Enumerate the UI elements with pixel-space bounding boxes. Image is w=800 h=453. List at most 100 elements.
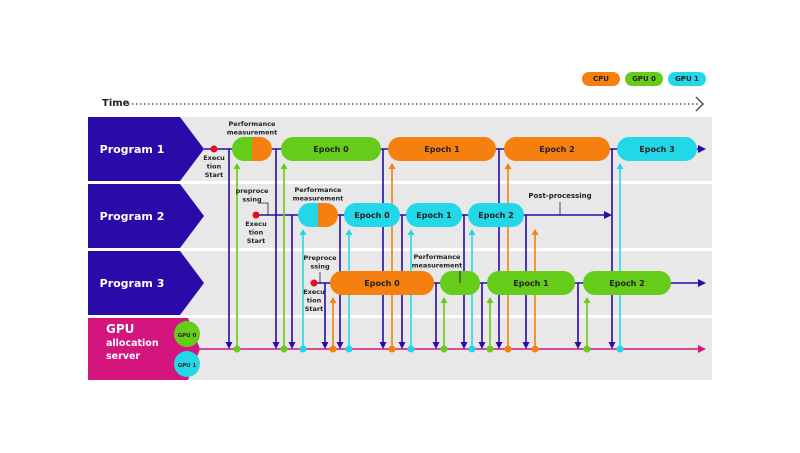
legend-gpu1: GPU 1 — [668, 72, 706, 86]
time-axis-arrow-icon — [695, 96, 705, 112]
p3-alloc-epoch2-dot — [583, 345, 591, 353]
p2-execution-start-label: tion — [249, 229, 264, 237]
program2-arrow-icon — [604, 211, 612, 219]
server-label: GPU — [106, 322, 134, 336]
p1-release-5-arrow-icon — [608, 342, 616, 349]
p2-preprocessing-label: preproce — [236, 187, 269, 195]
p3-execution-start-label: tion — [307, 297, 322, 305]
p3-epoch0-pill — [330, 271, 434, 295]
p1-alloc-epoch2-arrow-icon — [504, 163, 512, 169]
p1-alloc-epoch1-dot — [388, 345, 396, 353]
p2-epoch2-pill — [468, 203, 524, 227]
p3-alloc-epoch2-arrow-icon — [583, 297, 591, 303]
gpu1-node-label: GPU 1 — [178, 363, 197, 369]
program-label-2: Program 2 — [100, 210, 165, 223]
p1-epoch2-pill — [504, 137, 610, 161]
p3-epoch2-pill-label: Epoch 2 — [609, 279, 644, 288]
p3-release-3-arrow-icon — [478, 342, 486, 349]
p2-perf-measurement-pill — [298, 203, 338, 227]
server-label: server — [106, 351, 140, 362]
p1-perf-measurement-label: measurement — [227, 129, 278, 137]
p2-execution-start-label: Start — [247, 237, 266, 245]
p2-release-2-arrow-icon — [336, 342, 344, 349]
server-header — [88, 318, 200, 380]
p1-perf-measurement-pill-right — [252, 137, 272, 161]
p2-epoch1-pill — [406, 203, 462, 227]
p2-epoch0-pill-label: Epoch 0 — [354, 211, 390, 220]
p3-preprocessing-label: Preproce — [304, 254, 338, 262]
p2-perf-measurement-label: Performance — [295, 186, 343, 194]
p3-epoch1-pill-label: Epoch 1 — [513, 279, 549, 288]
p3-alloc-epoch1-dot — [486, 345, 494, 353]
p2-alloc-epoch1-arrow-icon — [407, 229, 415, 235]
gpu1-node — [174, 351, 200, 377]
p2-alloc-post-arrow-icon — [531, 229, 539, 235]
p3-alloc-epoch0-dot — [329, 345, 337, 353]
p2-alloc-perf-dot — [299, 345, 307, 353]
p1-alloc-perf-dot — [233, 345, 241, 353]
p1-alloc-epoch3-dot — [616, 345, 624, 353]
p1-execution-start-dot — [210, 145, 218, 153]
p1-perf-measurement-pill-left — [232, 137, 252, 161]
p1-epoch1-pill — [388, 137, 496, 161]
program1-arrow-icon — [698, 145, 706, 153]
gpu0-node — [174, 321, 200, 347]
p3-release-2-arrow-icon — [432, 342, 440, 349]
p2-alloc-post-dot — [531, 345, 539, 353]
p2-perf-measurement-pill-left — [298, 203, 318, 227]
p3-preprocessing-label: ssing — [310, 263, 330, 271]
gpu0-node-label: GPU 0 — [178, 333, 197, 339]
legend-gpu0: GPU 0 — [625, 72, 663, 86]
p2-alloc-epoch2-dot — [468, 345, 476, 353]
p1-epoch3-pill-label: Epoch 3 — [639, 145, 674, 154]
p3-epoch0-pill-label: Epoch 0 — [364, 279, 400, 288]
p1-epoch3-pill — [617, 137, 697, 161]
p1-release-3-arrow-icon — [379, 342, 387, 349]
p3-perf-measurement-label: measurement — [412, 262, 463, 270]
p1-perf-measurement-label: Performance — [229, 120, 277, 128]
p2-release-4-arrow-icon — [460, 342, 468, 349]
time-axis-label: Time — [102, 98, 130, 109]
program-header-1 — [88, 117, 204, 181]
p1-epoch0-pill-label: Epoch 0 — [313, 145, 349, 154]
program-header-2 — [88, 184, 204, 248]
p2-perf-measurement-pill-right — [318, 203, 338, 227]
p2-preprocessing-pointer — [258, 202, 269, 215]
legend: CPU GPU 0 GPU 1 — [582, 72, 706, 86]
p3-perf-measurement-label: Performance — [414, 253, 462, 261]
p1-alloc-epoch2-dot — [504, 345, 512, 353]
p2-epoch2-pill-label: Epoch 2 — [478, 211, 513, 220]
p2-alloc-epoch0-arrow-icon — [345, 229, 353, 235]
p1-execution-start-label: Execu — [203, 154, 225, 162]
p3-release-1-arrow-icon — [321, 342, 329, 349]
p1-alloc-perf-arrow-icon — [233, 163, 241, 169]
p2-release-5-arrow-icon — [522, 342, 530, 349]
server-label: allocation — [106, 338, 159, 349]
p1-release-4-arrow-icon — [495, 342, 503, 349]
p2-alloc-epoch0-dot — [345, 345, 353, 353]
p2-release-1-arrow-icon — [288, 342, 296, 349]
p1-alloc-epoch1-arrow-icon — [388, 163, 396, 169]
p2-execution-start-label: Execu — [245, 220, 267, 228]
p3-execution-start-label: Execu — [303, 288, 325, 296]
p3-execution-start-dot — [310, 279, 318, 287]
server-arrow-icon — [698, 345, 706, 353]
p1-epoch0-pill — [281, 137, 381, 161]
p1-epoch2-pill-label: Epoch 2 — [539, 145, 574, 154]
p2-execution-start-dot — [252, 211, 260, 219]
program-header-3 — [88, 251, 204, 315]
program-label-3: Program 3 — [100, 277, 165, 290]
p1-alloc-epoch0-dot — [280, 345, 288, 353]
p2-preprocessing-label: ssing — [242, 196, 262, 204]
p1-alloc-epoch3-arrow-icon — [616, 163, 624, 169]
p2-alloc-epoch1-dot — [407, 345, 415, 353]
p3-release-4-arrow-icon — [574, 342, 582, 349]
p3-execution-start-label: Start — [305, 305, 324, 313]
p2-release-3-arrow-icon — [398, 342, 406, 349]
p2-perf-measurement-label: measurement — [293, 195, 344, 203]
p3-alloc-epoch0-arrow-icon — [329, 297, 337, 303]
p3-alloc-perf-arrow-icon — [440, 297, 448, 303]
p1-alloc-epoch0-arrow-icon — [280, 163, 288, 169]
p2-alloc-epoch2-arrow-icon — [468, 229, 476, 235]
